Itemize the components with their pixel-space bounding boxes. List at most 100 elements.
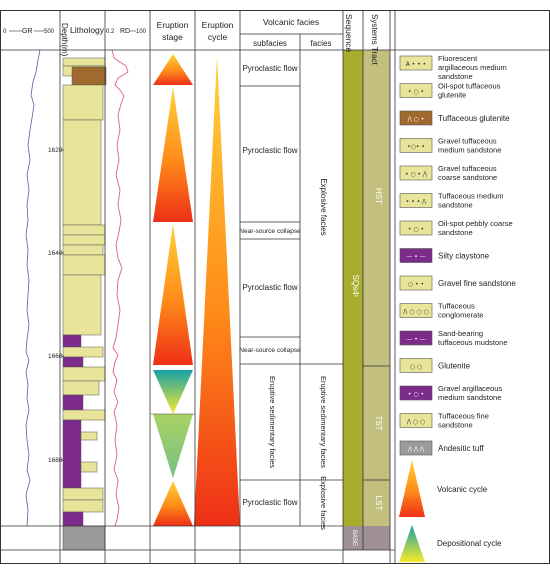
eruption-cycle-header-1: Eruption <box>202 20 234 30</box>
depth-ticks <box>60 149 64 461</box>
legend-swatch <box>399 413 433 428</box>
legend-label: Oil-spot pebbly coarse <box>438 219 513 228</box>
legend-item: — • —Silty claystone <box>399 248 490 263</box>
legend-swatch-symbol: /\ ○ • <box>408 116 425 123</box>
depth-tick-1620: 1620 <box>48 147 63 154</box>
legend-swatch-symbol: /\ ○ ○ ○ <box>403 309 428 316</box>
subfacies-labels: Pyroclastic flow Pyroclastic flow Near-s… <box>239 64 301 507</box>
legend-swatch <box>399 165 433 181</box>
legend-swatch <box>399 55 433 71</box>
stage-triangle-4 <box>153 481 193 526</box>
tract-lst-fill <box>363 480 390 526</box>
stage-triangle-3 <box>153 224 193 365</box>
legend-label: Gravel argillaceous <box>438 384 502 393</box>
sequence-column-fill <box>343 50 363 526</box>
eruption-stage-header-1: Eruption <box>157 20 189 30</box>
sequence-header: Sequence <box>344 14 354 53</box>
legend-label: Tuffaceous fine <box>438 412 489 421</box>
legend-item: /\ /\ /\ Andesitic tuff <box>399 440 484 456</box>
legend-label: argillaceous medium <box>438 63 507 72</box>
legend-label: Silty claystone <box>438 252 490 261</box>
systems-tract-header: Systems Tract <box>370 14 379 65</box>
legend-volcanic-cycle-label: Volcanic cycle <box>437 485 488 494</box>
legend-swatch <box>399 138 433 153</box>
lithology-column <box>62 57 107 551</box>
legend-swatch <box>399 385 433 401</box>
legend-label: sandstone <box>438 421 473 430</box>
subfacies-label: Eruptive sedimentary facies <box>268 376 277 468</box>
legend-swatch-symbol: • ○ • <box>408 391 424 398</box>
tract-tst-label: TST <box>374 415 383 430</box>
legend-label: medium sandstone <box>438 146 501 155</box>
legend-swatch-symbol: /\ ○ ○ <box>407 419 425 426</box>
gr-label: GR <box>22 28 33 35</box>
facies-label-eruptive-sedimentary: Eruptive sedimentary facies <box>319 376 328 468</box>
legend-swatch-symbol: ○ • • <box>408 281 424 288</box>
legend-label: Gravel tuffaceous <box>438 137 497 146</box>
legend-swatch-symbol: • • • /\ <box>406 199 427 206</box>
legend-label: Andesitic tuff <box>438 444 484 453</box>
tract-lst-label: LST <box>374 496 383 511</box>
legend-swatch <box>399 303 433 318</box>
legend-label: Fluorescent <box>438 54 478 63</box>
legend-swatch <box>399 193 433 208</box>
legend-swatch <box>399 358 433 373</box>
facies-label-explosive-lower: Explosive facies <box>319 476 328 530</box>
depth-header: Depth(m) <box>60 23 69 57</box>
legend-label: Tuffaceous glutenite <box>438 114 510 123</box>
legend-depositional-cycle-icon <box>399 525 425 562</box>
legend-label: Tuffaceous <box>438 302 475 311</box>
rd-min-label: 0.2 <box>106 29 115 35</box>
legend-swatch-symbol: ○ ○ <box>410 364 422 371</box>
sequence-label: SQs4¹ <box>351 275 360 298</box>
litho-glutenite-block <box>71 66 107 86</box>
gr-max-label: 500 <box>44 29 55 35</box>
volcanic-facies-header: Volcanic facies <box>263 17 319 27</box>
tract-tst-fill <box>363 366 390 480</box>
legend-label: Sand-bearing <box>438 329 483 338</box>
sequence-base-label: BASE <box>351 530 357 546</box>
legend-swatch-symbol: •○• • <box>407 144 425 151</box>
legend-label: coarse sandstone <box>438 173 497 182</box>
depth-tick-1640: 1640 <box>48 250 63 257</box>
legend-label: Glutenite <box>438 362 471 371</box>
legend-label: conglomerate <box>438 311 483 320</box>
legend-item: /\ ○ • Tuffaceous glutenite <box>399 110 510 126</box>
eruption-cycle-triangle <box>194 56 240 526</box>
tract-hst-fill <box>363 50 390 366</box>
legend-swatch-symbol: /\ /\ /\ <box>408 446 425 453</box>
tract-hst-label: HST <box>374 188 383 204</box>
legend-swatch <box>399 110 433 126</box>
legend-label: sandstone <box>438 201 473 210</box>
depositional-cycle-lower-overlay <box>153 414 193 478</box>
subfacies-label: Pyroclastic flow <box>242 146 297 155</box>
legend-swatch-symbol: A • • • <box>406 61 426 68</box>
legend-swatch-symbol: • ○ • <box>408 89 424 96</box>
legend-label: glutenite <box>438 91 466 100</box>
gr-log-curve <box>25 49 41 527</box>
rd-label: RD <box>120 28 130 35</box>
legend-swatch <box>399 248 433 263</box>
rd-max-label: 100 <box>136 29 147 35</box>
stage-triangle-2 <box>153 87 193 222</box>
legend-depositional-cycle-label: Depositional cycle <box>437 539 502 548</box>
subfacies-label: Pyroclastic flow <box>242 283 297 292</box>
depth-tick-1660: 1660 <box>48 353 63 360</box>
subfacies-label: Pyroclastic flow <box>242 64 297 73</box>
legend-swatch-symbol: • ○ • /\ <box>405 171 428 178</box>
legend-swatch <box>399 220 433 236</box>
depth-tick-1680: 1680 <box>48 457 63 464</box>
legend-item: ○ • •Gravel fine sandstone <box>399 275 516 291</box>
subfacies-label: Pyroclastic flow <box>242 498 297 507</box>
legend-swatch <box>399 83 433 98</box>
legend-label: Gravel tuffaceous <box>438 164 497 173</box>
facies-label-explosive-upper: Explosive facies <box>319 178 328 235</box>
litho-tuff-block <box>62 525 106 551</box>
legend-label: sandstone <box>438 228 473 237</box>
